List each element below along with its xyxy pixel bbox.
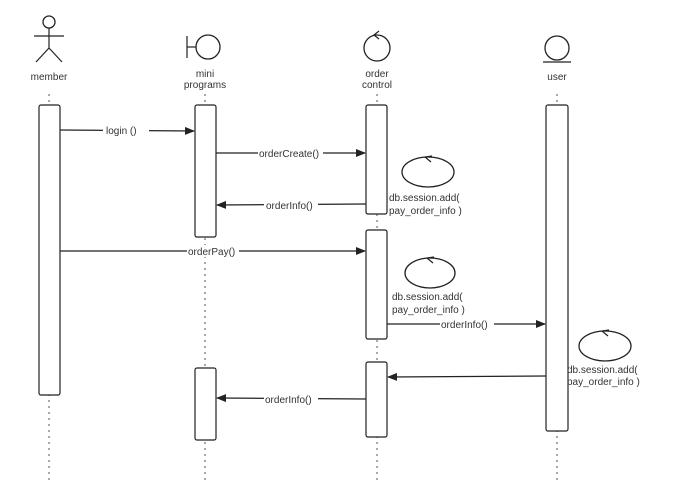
message-login: login () (59, 124, 195, 137)
message-order-info-1: orderInfo() (216, 199, 367, 212)
message-order-create: orderCreate() (216, 147, 366, 160)
self-control-loop-1 (401, 155, 455, 188)
note-line: pay_order_info ) (392, 305, 465, 316)
message-order-info-2: orderInfo() (387, 318, 546, 331)
activation-member (38, 104, 61, 396)
activation-order-1 (365, 104, 388, 215)
message-label: orderPay() (188, 247, 235, 258)
participant-label-order-line1: order (365, 69, 389, 80)
message-user-return (387, 372, 547, 381)
activation-mini-1 (194, 104, 217, 238)
self-control-loop-2 (404, 256, 456, 289)
message-order-info-3: orderInfo() (216, 393, 367, 406)
note-line: pay_order_info ) (389, 206, 462, 217)
note-line: db.session.add( (389, 193, 460, 204)
message-order-pay: orderPay() (60, 245, 366, 258)
boundary-icon (186, 34, 221, 60)
participant-label-member: member (31, 72, 68, 83)
note-line: db.session.add( (392, 292, 463, 303)
note-line: db.session.add( (567, 365, 638, 376)
entity-icon (543, 35, 571, 63)
activation-order-3 (365, 361, 388, 438)
participant-label-mini-line2: programs (184, 80, 226, 91)
activation-order-2 (365, 229, 388, 340)
participant-label-user: user (547, 72, 567, 83)
message-label: orderCreate() (259, 149, 319, 160)
participant-label-mini-line1: mini (196, 69, 214, 80)
actor-member (34, 15, 64, 63)
participant-label-order-line2: control (362, 80, 392, 91)
message-label: orderInfo() (265, 395, 312, 406)
note-line: pay_order_info ) (567, 377, 640, 388)
message-label: login () (106, 126, 137, 137)
activation-user (545, 104, 569, 432)
message-label: orderInfo() (266, 201, 313, 212)
self-control-loop-3 (578, 329, 632, 362)
message-label: orderInfo() (441, 320, 488, 331)
activation-mini-2 (194, 367, 217, 441)
control-icon (363, 30, 391, 62)
